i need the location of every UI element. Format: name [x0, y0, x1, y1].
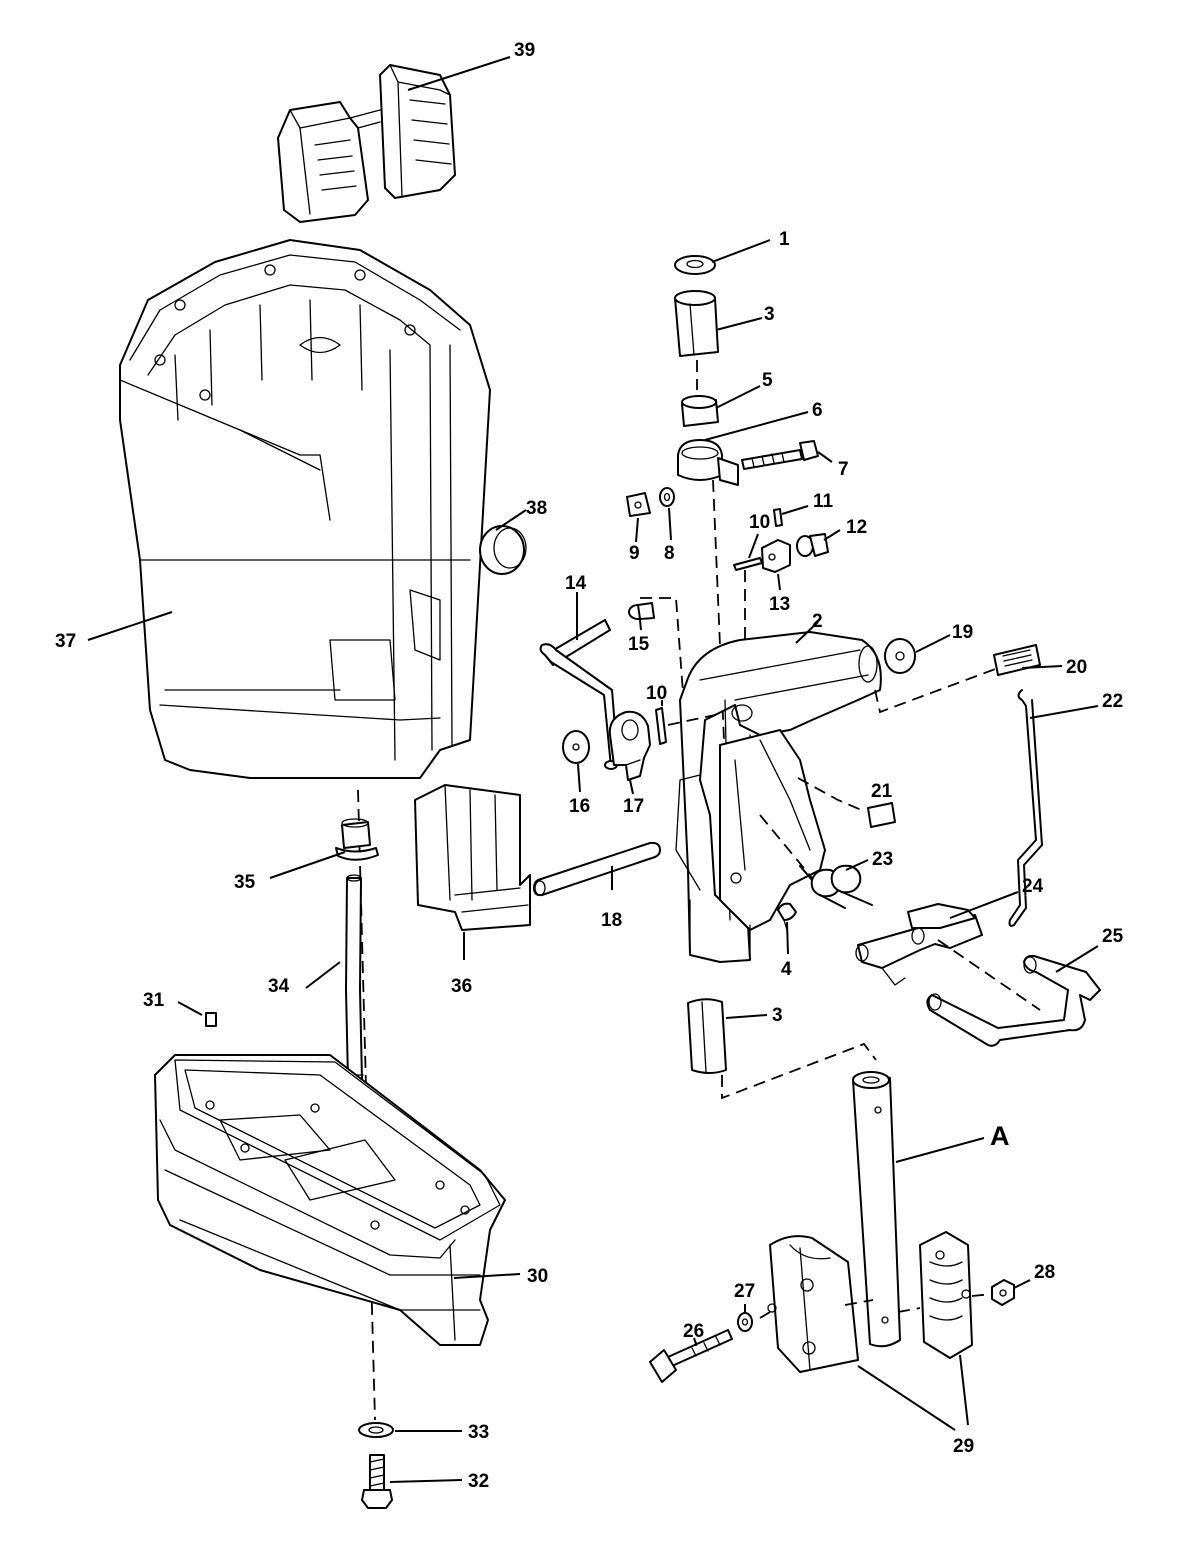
callout-31: 31 [143, 990, 165, 1011]
callout-29: 29 [953, 1436, 974, 1457]
callout-34: 34 [268, 976, 290, 997]
part-3-upper-bushing [674, 290, 719, 357]
callout-39: 39 [514, 40, 535, 61]
callout-3-lower: 3 [772, 1005, 783, 1026]
callout-10-lower: 10 [646, 683, 667, 704]
part-3-lower-bushing [687, 998, 727, 1074]
part-9-square-nut [626, 492, 651, 517]
part-23-spring [799, 864, 873, 909]
part-38-plug [479, 525, 527, 575]
callout-22: 22 [1102, 691, 1123, 712]
callout-30: 30 [527, 1266, 548, 1287]
callout-6: 6 [812, 400, 823, 421]
callout-11: 11 [813, 491, 834, 512]
part-36-rubber-mount [414, 784, 531, 931]
callout-33: 33 [468, 1422, 489, 1443]
part-15-bushing [628, 602, 655, 620]
callout-35: 35 [234, 872, 256, 893]
callout-37: 37 [55, 631, 76, 652]
callout-16: 16 [569, 796, 590, 817]
part-35-bushing [335, 818, 379, 861]
part-22-spring-wire [1008, 689, 1043, 927]
callout-36: 36 [451, 976, 472, 997]
part-21-decal [867, 802, 896, 828]
callout-labels: 39 1 3 5 6 7 9 8 10 11 12 13 2 14 15 19 … [55, 40, 1124, 1492]
callout-10-upper: 10 [749, 512, 770, 533]
callout-1: 1 [779, 229, 790, 250]
part-A-steering-tube [852, 1071, 901, 1348]
callout-7: 7 [838, 459, 849, 480]
part-19-washer [884, 638, 916, 674]
part-37-drive-shaft-housing [119, 239, 491, 779]
callout-8: 8 [664, 543, 675, 564]
callout-3-upper: 3 [764, 304, 775, 325]
callout-9: 9 [629, 543, 640, 564]
part-20-decal [993, 644, 1041, 676]
part-32-bolt [361, 1454, 393, 1509]
callout-27: 27 [734, 1281, 755, 1302]
part-24-tilt-lock [855, 903, 983, 986]
callout-23: 23 [872, 849, 893, 870]
part-31-dowel-pin [205, 1012, 217, 1027]
callout-26: 26 [683, 1321, 704, 1342]
part-30-adapter [154, 1054, 506, 1346]
callout-32: 32 [468, 1471, 489, 1492]
callout-17: 17 [623, 796, 644, 817]
part-11-pin [773, 508, 783, 527]
callout-5: 5 [762, 370, 773, 391]
callout-24: 24 [1022, 876, 1044, 897]
callout-14: 14 [565, 573, 587, 594]
callout-2: 2 [812, 611, 823, 632]
callout-21: 21 [871, 781, 893, 802]
part-5-sleeve [681, 395, 719, 427]
part-13-block [761, 539, 791, 573]
part-27-washer [737, 1312, 753, 1332]
callout-15: 15 [628, 634, 650, 655]
part-33-washer [358, 1422, 394, 1438]
callout-38: 38 [526, 498, 547, 519]
callout-28: 28 [1034, 1262, 1055, 1283]
part-4-screw [777, 902, 797, 931]
callout-18: 18 [601, 910, 622, 931]
part-7-bolt [741, 440, 819, 470]
part-17-cam [608, 710, 651, 781]
part-34-water-tube [345, 874, 364, 1081]
part-12-nut [796, 533, 829, 557]
part-10-pin-upper [733, 557, 763, 571]
part-29-clamp-halves [767, 1231, 973, 1373]
part-18-tilt-pin [533, 841, 661, 897]
part-28-nut [991, 1279, 1015, 1306]
part-16-washer [562, 730, 590, 764]
part-26-bolt [649, 1329, 733, 1383]
part-25-tilt-lever [926, 954, 1101, 1047]
callout-20: 20 [1066, 657, 1087, 678]
callout-4: 4 [781, 959, 792, 980]
callout-19: 19 [952, 622, 973, 643]
part-1-washer [674, 255, 716, 275]
part-10-pin-lower [655, 707, 667, 745]
callout-12: 12 [846, 517, 867, 538]
callout-13: 13 [769, 594, 790, 615]
callout-A: A [990, 1121, 1010, 1151]
part-39-side-covers [277, 64, 456, 223]
callout-25: 25 [1102, 926, 1124, 947]
part-6-clamp [677, 439, 739, 486]
part-8-lock-washer [659, 487, 675, 507]
